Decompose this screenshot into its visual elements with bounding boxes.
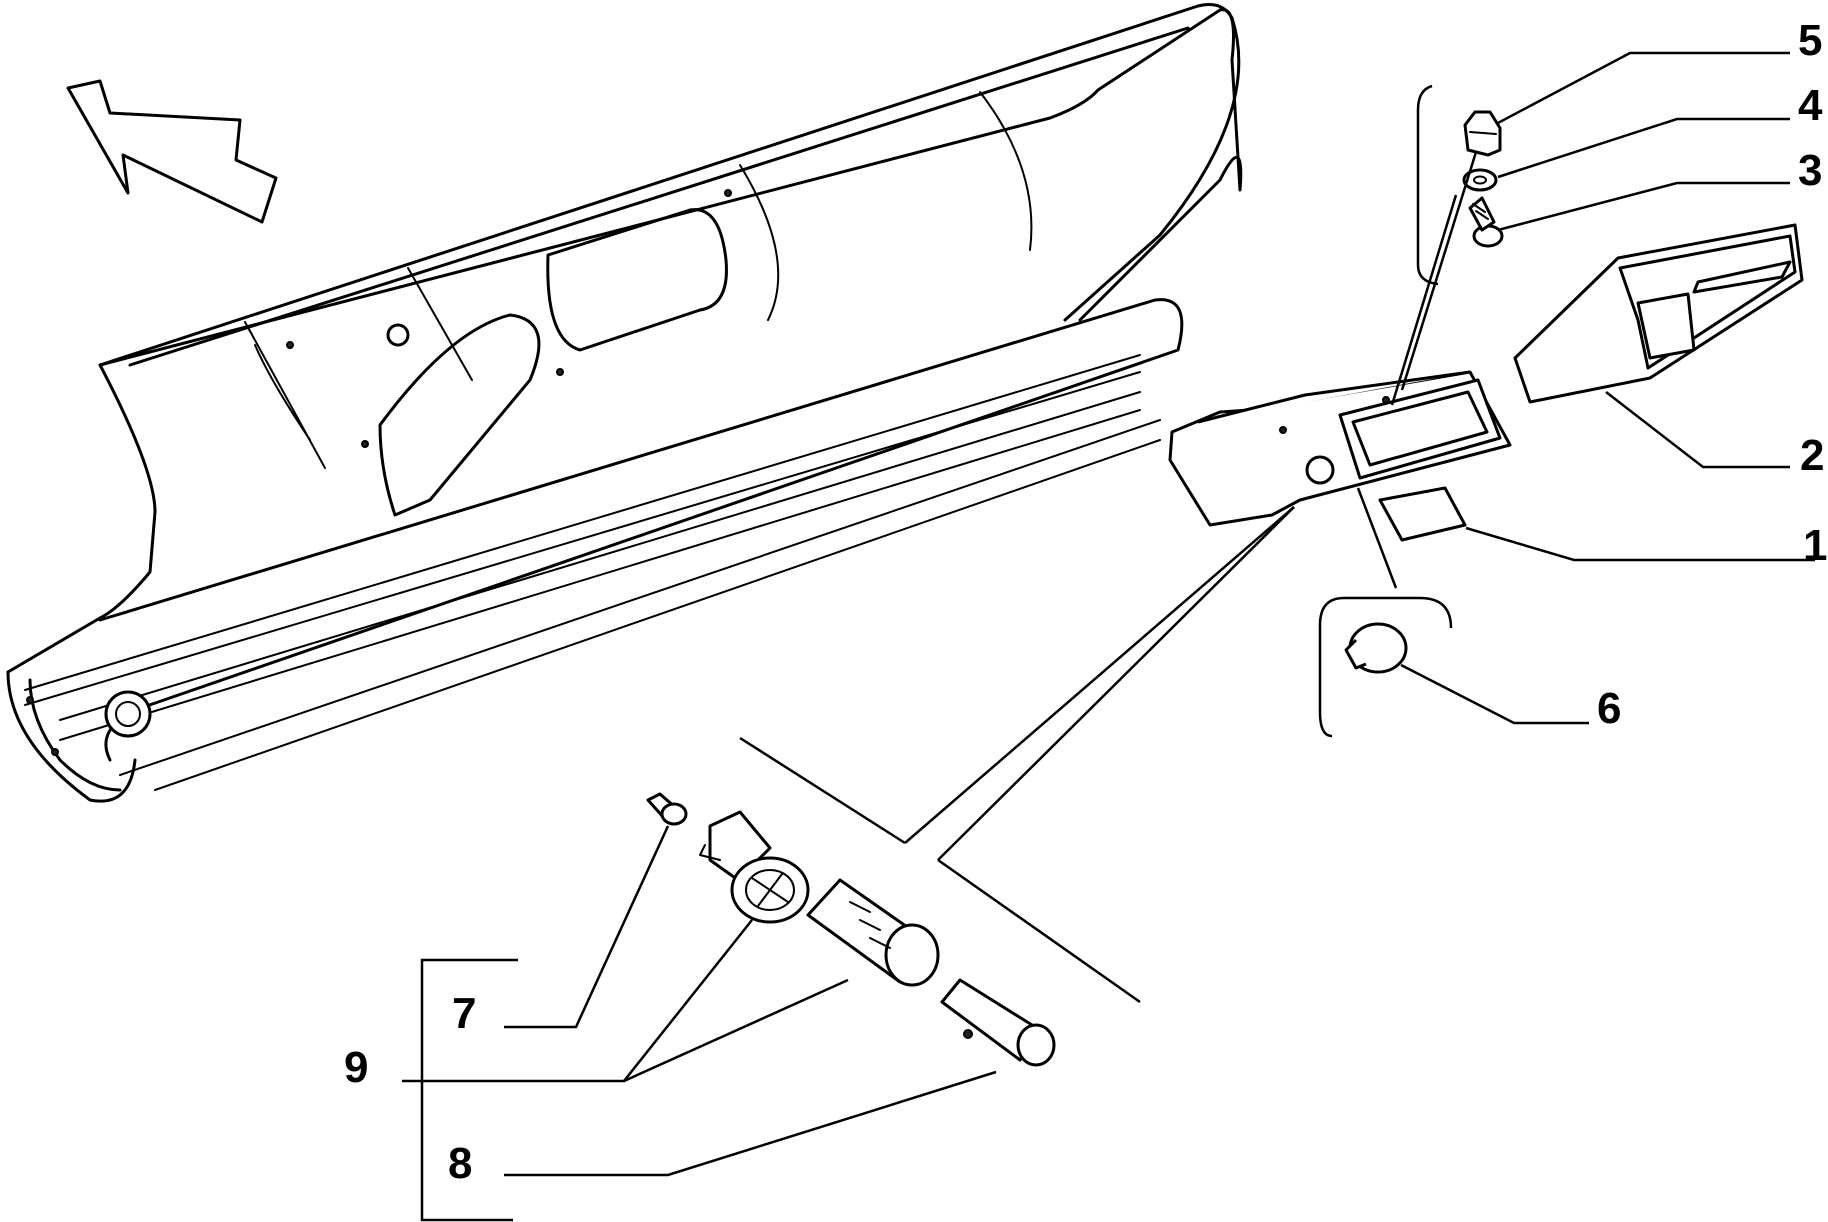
screw-icon [1468,196,1504,248]
trim-frame [1513,223,1804,404]
callout-2: 2 [1800,431,1824,480]
washer-icon [1462,168,1498,192]
callout-4: 4 [1798,81,1823,130]
callout-1: 1 [1803,521,1827,570]
clip-icon [1463,110,1502,157]
direction-arrow-icon [66,79,278,224]
guide-lines [420,84,1478,1222]
callout-7: 7 [452,989,476,1038]
leader-lines [402,51,1815,1177]
cap-icon [1344,622,1408,674]
callout-6: 6 [1597,684,1621,733]
callout-9: 9 [344,1043,368,1092]
callout-3: 3 [1798,146,1822,195]
callout-labels: 1 2 3 4 5 6 7 8 9 [344,16,1827,1188]
console-housing [1168,370,1512,542]
dashboard-panel [6,3,1243,803]
lighter-assembly [646,792,1056,1067]
callout-5: 5 [1798,16,1822,65]
callout-8: 8 [448,1139,472,1188]
